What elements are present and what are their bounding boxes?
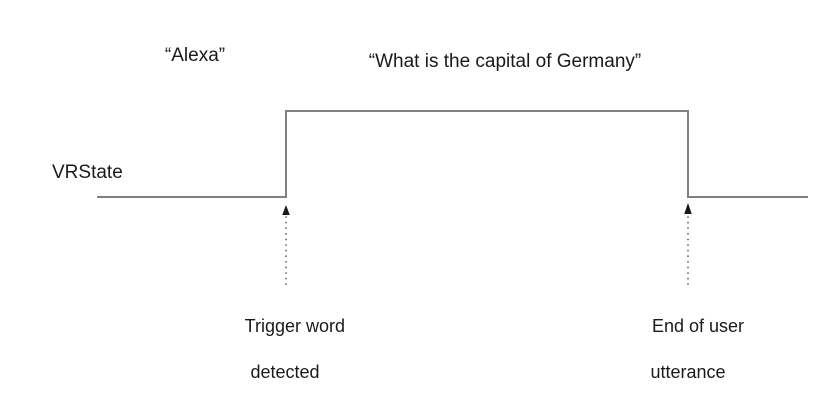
event-caption-trigger-word-line2: detected xyxy=(250,362,320,383)
event-caption-end-of-utterance: End of user utterance xyxy=(632,292,744,415)
event-caption-trigger-word-line1: Trigger word xyxy=(244,316,346,337)
event-arrowhead-end-of-utterance xyxy=(684,203,692,214)
signal-name-vrstate: VRState xyxy=(52,162,123,183)
event-arrowhead-trigger-word xyxy=(282,205,290,215)
utterance-label-wake-word: “Alexa” xyxy=(164,45,226,66)
event-caption-end-of-utterance-line2: utterance xyxy=(650,362,726,383)
vrstate-signal-trace xyxy=(97,110,808,198)
event-caption-end-of-utterance-line1: End of user xyxy=(651,316,745,337)
event-marker-end-of-utterance xyxy=(684,203,692,285)
utterance-label-query: “What is the capital of Germany” xyxy=(368,51,642,72)
event-caption-trigger-word: Trigger word detected xyxy=(225,292,345,415)
event-marker-trigger-word xyxy=(282,205,290,285)
